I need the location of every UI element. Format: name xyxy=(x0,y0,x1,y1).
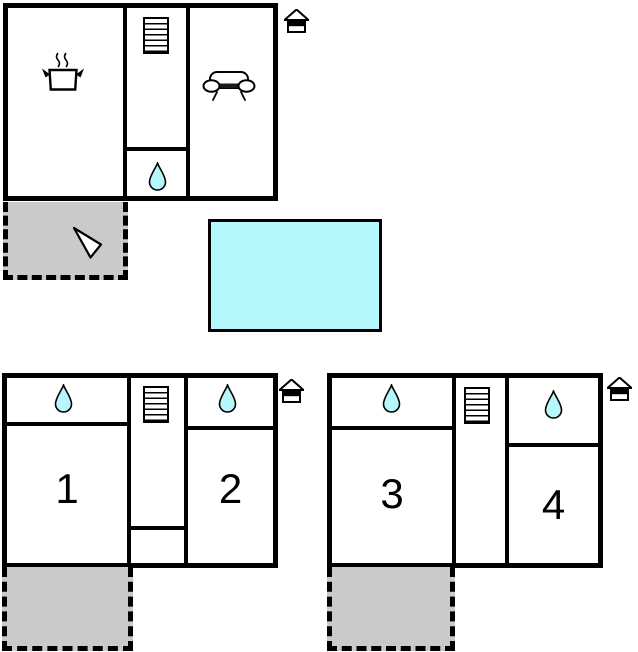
room-number-4: 4 xyxy=(541,481,566,528)
floor-indicator-house-icon xyxy=(284,9,309,33)
wall-vertical xyxy=(186,8,190,196)
wall-horizontal xyxy=(509,443,598,447)
wall-vertical xyxy=(127,378,131,563)
water-drop-icon xyxy=(544,390,563,419)
water-drop-icon xyxy=(382,384,401,413)
floor-indicator-house-icon xyxy=(607,377,632,401)
room-number-1: 1 xyxy=(55,465,79,512)
swimming-pool xyxy=(208,219,382,332)
floor-indicator-house-icon xyxy=(279,379,304,403)
stairs-icon xyxy=(464,387,490,424)
wall-vertical xyxy=(184,378,188,563)
floor-plan-bedrooms-1-2: 1 2 xyxy=(2,373,278,568)
water-drop-icon xyxy=(54,384,73,413)
wall-vertical xyxy=(505,378,509,563)
wall-horizontal xyxy=(332,426,452,430)
cooking-pot-icon xyxy=(42,52,84,91)
room-number-3: 3 xyxy=(380,470,404,517)
wall-horizontal xyxy=(188,426,273,430)
sofa-icon xyxy=(202,71,256,101)
terrace-patio xyxy=(327,567,455,651)
wall-vertical xyxy=(452,378,456,563)
water-drop-icon xyxy=(218,384,237,413)
entrance-arrow-icon xyxy=(72,226,103,259)
wall-vertical xyxy=(123,8,127,196)
stairs-icon xyxy=(143,17,169,54)
floor-plan-main xyxy=(3,3,278,201)
wall-horizontal xyxy=(7,422,127,426)
wall-horizontal xyxy=(123,147,190,151)
water-drop-icon xyxy=(148,162,167,191)
stairs-icon xyxy=(143,386,169,423)
terrace-patio xyxy=(2,567,133,651)
terrace-patio xyxy=(3,202,128,280)
room-number-2: 2 xyxy=(218,465,243,512)
wall-horizontal xyxy=(127,526,188,530)
floor-plan-bedrooms-3-4: 3 4 xyxy=(327,373,603,568)
